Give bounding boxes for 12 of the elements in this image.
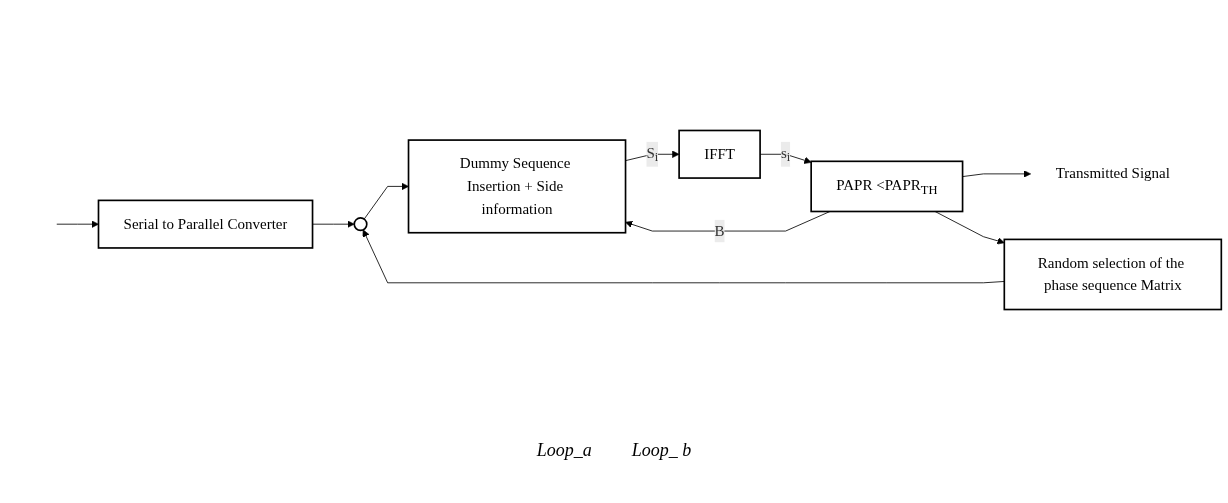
edge-label: S$_{i}$ — [646, 144, 659, 164]
node-text: Transmitted Signal — [1055, 165, 1170, 182]
loop-label: Loop_a — [536, 440, 592, 461]
edge-label: s$_{i}$ — [780, 144, 791, 164]
node-box: IFFT — [678, 129, 761, 179]
loop-label: Loop_ b — [631, 440, 692, 461]
node-box: Random selection of the phase sequence Matrix — [1003, 238, 1223, 311]
node-box: Dummy Sequence Insertion + Side information — [407, 139, 627, 234]
node-circle — [353, 217, 368, 232]
edge-label: B — [714, 222, 725, 239]
node-box: PAPR <PAPR$_{TH}$ — [810, 160, 964, 213]
node-box: Serial to Parallel Converter — [97, 199, 314, 249]
